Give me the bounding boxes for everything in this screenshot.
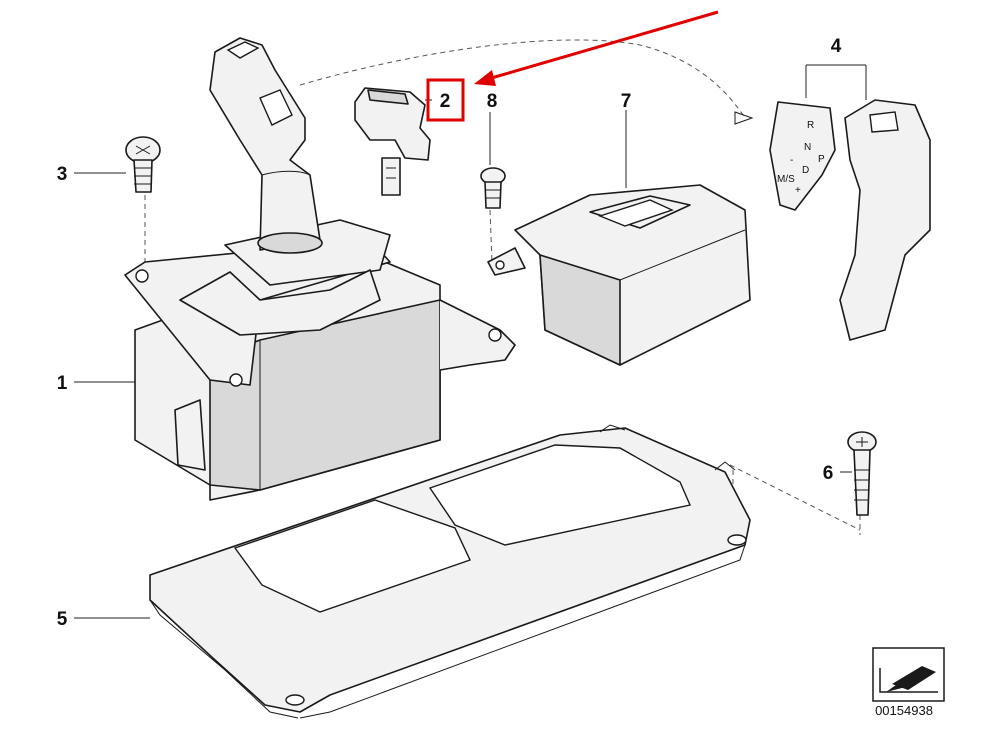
gear-label-d: D xyxy=(802,165,809,176)
callout-leaders xyxy=(74,64,867,619)
document-number: 00154938 xyxy=(875,703,933,718)
part-7-control-module xyxy=(487,184,751,366)
gear-label-minus: - xyxy=(790,155,793,166)
view-orientation-icon xyxy=(872,647,945,702)
shift-knob xyxy=(209,37,323,254)
callout-1: 1 xyxy=(57,373,68,394)
part-4-indicator-and-cover xyxy=(769,99,931,341)
gear-label-p: P xyxy=(818,154,825,165)
gear-label-ms: M/S xyxy=(777,174,795,185)
gear-label-r: R xyxy=(807,120,814,131)
callout-5: 5 xyxy=(57,609,68,630)
highlight-box xyxy=(426,78,465,122)
part-3-bolt xyxy=(125,136,161,193)
callout-2: 2 xyxy=(440,91,451,112)
gear-label-n: N xyxy=(804,142,811,153)
part-6-screw xyxy=(847,431,877,516)
callout-6: 6 xyxy=(823,463,834,484)
highlight-arrowhead xyxy=(474,70,496,86)
gear-label-plus: + xyxy=(795,185,801,196)
callout-3: 3 xyxy=(57,164,68,185)
guide-arrowhead xyxy=(734,111,754,125)
part-1-selector-lever-assembly xyxy=(124,219,516,501)
callout-8: 8 xyxy=(487,91,498,112)
part-8-bolt xyxy=(480,167,506,209)
part-2-switch-module xyxy=(354,87,431,196)
highlight-arrow-line xyxy=(487,10,719,81)
callout-4: 4 xyxy=(831,36,842,57)
part-5-trim-frame xyxy=(149,424,751,719)
callout-7: 7 xyxy=(621,91,632,112)
